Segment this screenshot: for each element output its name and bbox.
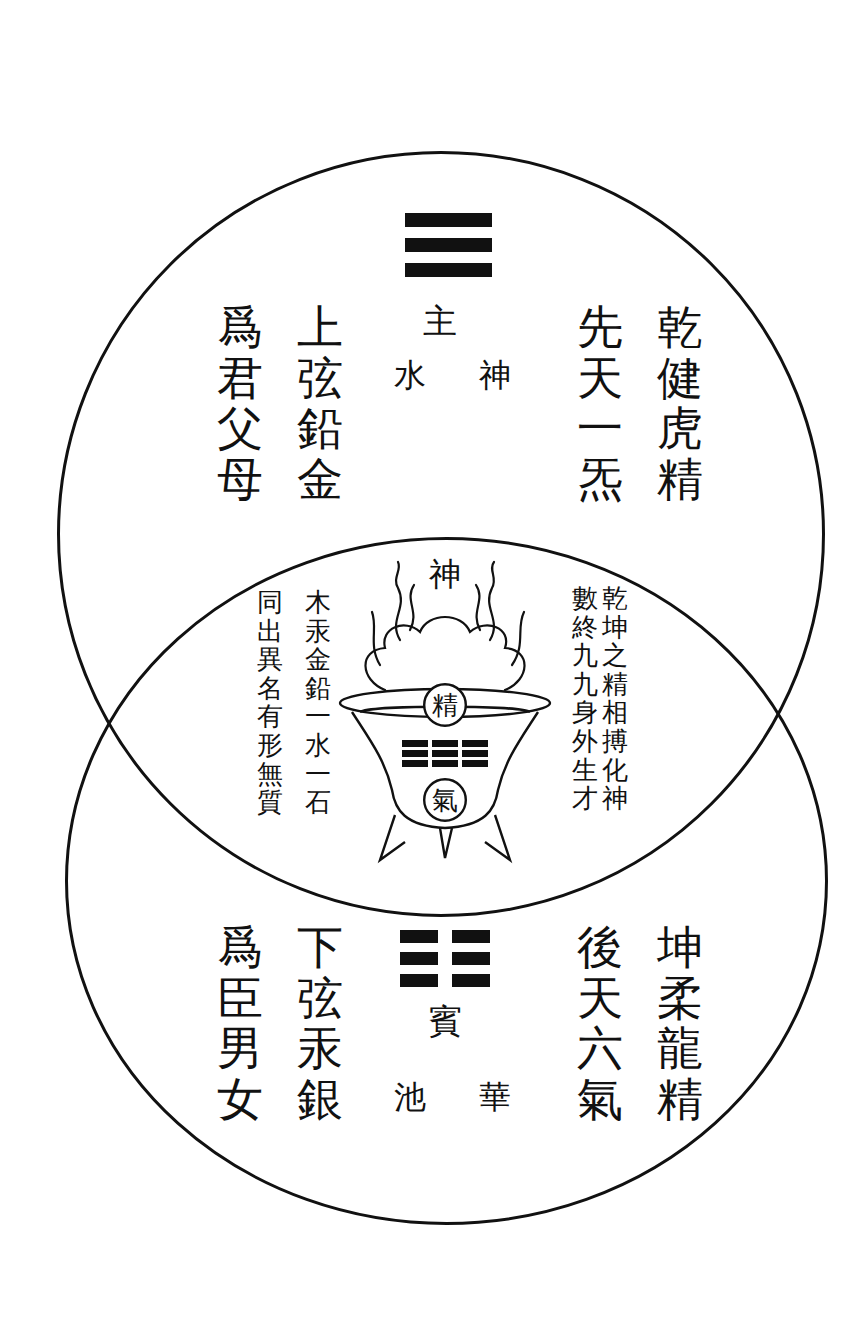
label-text: 神: [429, 557, 461, 592]
vertical-text: 下弦汞銀: [297, 922, 343, 1124]
vertical-text: 爲臣男女: [217, 922, 263, 1124]
vertical-text: 乾坤之精相搏化神: [602, 584, 628, 813]
node-text: 華: [479, 1080, 511, 1115]
node-text: 精: [432, 691, 458, 720]
vertical-text: 爲君父母: [217, 302, 263, 504]
node-text: 神: [479, 358, 511, 393]
essence-circle: 精: [423, 683, 467, 727]
qi-circle: 氣: [423, 778, 467, 822]
vertical-text: 數終九九身外生才: [572, 584, 598, 813]
vertical-text: 上弦鉛金: [297, 302, 343, 504]
node-text: 主: [423, 303, 457, 340]
small-trigrams: [402, 740, 488, 767]
lower-circle: 賓華 池 坤柔龍精後天六氣 下弦汞銀爲臣男女: [65, 537, 828, 1225]
circle-outline: [65, 537, 828, 1225]
node-text: 氣: [432, 786, 458, 815]
vertical-text: 同出異名有形無質: [257, 588, 283, 817]
cauldron: [340, 689, 550, 860]
node-text: 賓: [428, 1003, 462, 1040]
vertical-text: 坤柔龍精: [657, 922, 703, 1124]
vertical-text: 木汞金鉛一水一石: [305, 588, 331, 817]
vertical-text: 先天一炁: [577, 302, 623, 504]
vertical-text: 乾健虎精: [657, 302, 703, 504]
kun-trigram: [400, 930, 490, 987]
node-text: 水: [394, 358, 426, 393]
vertical-text: 後天六氣: [577, 922, 623, 1124]
node-text: 池: [394, 1080, 426, 1115]
qian-trigram: [405, 213, 492, 277]
